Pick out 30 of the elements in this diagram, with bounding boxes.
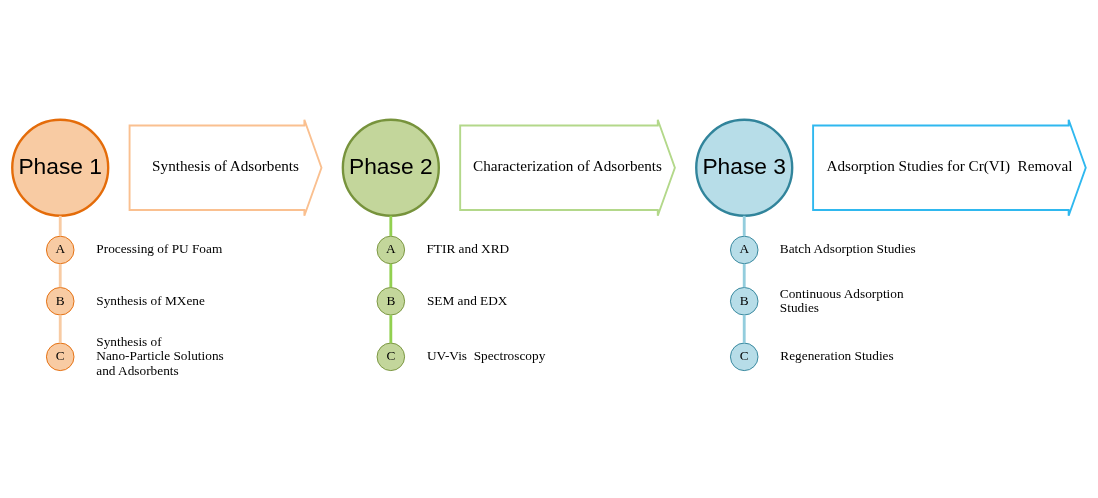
node-label: Synthesis of Nano-Particle Solutions and Adsorbents <box>96 334 224 378</box>
node-circle: Phase 2 <box>341 118 440 217</box>
node-circle: C <box>45 342 75 372</box>
node-label: SEM and EDX <box>426 292 508 308</box>
node-label: UV-Vis Spectroscopy <box>426 348 546 364</box>
node-label: Regeneration Studies <box>780 348 894 364</box>
connector <box>389 315 393 343</box>
node-label: Processing of PU Foam <box>96 241 223 257</box>
connector <box>389 215 393 236</box>
node-label: FTIR and XRD <box>426 241 510 257</box>
node-label: Batch Adsorption Studies <box>779 241 916 257</box>
node-circle: Phase 1 <box>11 118 110 217</box>
connector <box>58 263 62 288</box>
node-label: Synthesis of MXene <box>96 292 205 308</box>
node-circle: C <box>376 342 406 372</box>
connector <box>742 215 746 236</box>
node-circle: B <box>376 287 406 316</box>
node-circle: B <box>45 287 75 316</box>
node-circle: B <box>729 287 759 316</box>
connector <box>742 263 746 288</box>
node-circle: A <box>376 235 406 265</box>
node-circle: A <box>729 235 759 265</box>
node-circle: Phase 3 <box>695 118 794 217</box>
connector <box>389 263 393 288</box>
connector <box>58 315 62 343</box>
node-circle: C <box>729 342 759 372</box>
node-circle: A <box>45 235 75 265</box>
connector <box>742 315 746 343</box>
connector <box>58 215 62 236</box>
node-label: Continuous Adsorption Studies <box>779 285 904 315</box>
